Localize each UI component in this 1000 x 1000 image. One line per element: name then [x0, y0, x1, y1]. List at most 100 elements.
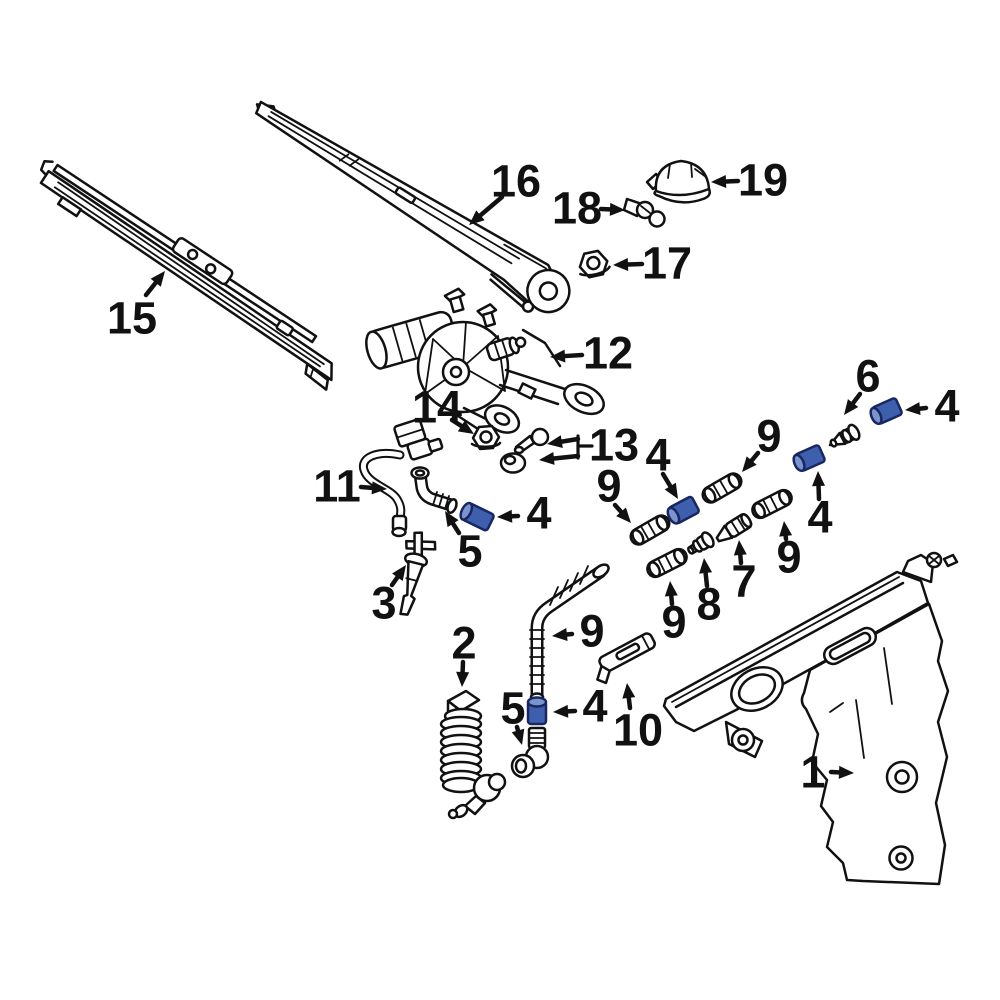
- callout-arrow-head: [905, 402, 921, 416]
- callout-arrow-head: [552, 628, 568, 641]
- hose-segment: [701, 472, 743, 504]
- callout-arrow-head: [609, 202, 625, 216]
- callout-arrow-head: [779, 521, 793, 537]
- connector-4-highlighted-c: [792, 444, 826, 473]
- callout-arrow-head: [469, 210, 485, 225]
- arm-nut: [578, 249, 611, 279]
- callout-19-3: 19: [711, 155, 788, 206]
- callout-11-18: 11: [313, 461, 387, 512]
- callout-17-4: 17: [613, 238, 692, 289]
- wiper-arm: [254, 100, 571, 314]
- callout-arrow-line: [559, 436, 581, 444]
- callout-4-19: 4: [497, 488, 552, 539]
- pivot-cap: [645, 159, 711, 204]
- callout-arrow-line: [389, 575, 400, 588]
- callout-arrow-line: [850, 391, 863, 406]
- callout-arrow-head: [511, 728, 525, 745]
- part-number-label: 13: [589, 420, 639, 471]
- callout-arrow-line: [564, 631, 575, 637]
- connector-4-highlighted-b: [666, 495, 700, 525]
- part-number-label: 5: [500, 683, 525, 734]
- part-number-label: 5: [457, 526, 482, 577]
- part-number-label: 4: [526, 488, 551, 539]
- callout-15-0: 15: [107, 271, 165, 344]
- connector-4-highlighted-a: [459, 501, 495, 532]
- callout-arrow-head: [664, 482, 678, 499]
- callout-arrow-line: [562, 352, 585, 359]
- callout-4-13: 4: [807, 471, 833, 543]
- callout-18-2: 18: [552, 183, 625, 234]
- callout-arrow-line: [514, 724, 521, 733]
- callout-6-11: 6: [844, 351, 881, 415]
- callout-arrow-head: [457, 420, 474, 434]
- callout-arrow-head: [733, 540, 747, 556]
- callout-9-14: 9: [776, 521, 802, 583]
- part-number-label: 14: [412, 382, 462, 433]
- part-number-label: 4: [645, 430, 670, 481]
- spray-nozzle: [399, 531, 437, 616]
- part-number-label: 11: [313, 461, 361, 512]
- wiper-blade: [39, 159, 333, 391]
- callout-arrow-head: [371, 481, 387, 495]
- check-valve-hose: [358, 418, 444, 538]
- callout-arrow-line: [449, 417, 464, 429]
- hose-segment: [629, 514, 671, 546]
- callout-arrow-line: [626, 695, 633, 711]
- callout-arrow-line: [358, 484, 375, 491]
- callout-arrow-head: [456, 671, 470, 687]
- callout-arrow-line: [612, 502, 624, 515]
- callout-4-8: 4: [645, 430, 678, 499]
- callout-arrow-head: [616, 507, 631, 523]
- callout-5-24: 5: [500, 683, 526, 745]
- motor-grommet: [499, 452, 527, 474]
- callout-arrow-head: [699, 558, 713, 574]
- callout-16-1: 16: [469, 156, 541, 225]
- callout-9-10: 9: [742, 411, 782, 472]
- callout-arrow-head: [622, 683, 636, 699]
- callout-4-12: 4: [905, 381, 960, 432]
- small-connector-8: [687, 531, 715, 555]
- callout-arrow-head: [539, 452, 555, 465]
- callout-arrow-head: [392, 565, 406, 582]
- callout-arrow-line: [660, 471, 673, 489]
- callout-13-7: 13: [539, 420, 639, 471]
- part-number-label: 17: [642, 238, 692, 289]
- washer-pump: [439, 689, 507, 820]
- callout-arrow-head: [742, 456, 757, 472]
- callout-arrow-line: [551, 453, 581, 461]
- part-number-label: 9: [756, 411, 781, 462]
- callout-9-17: 9: [661, 581, 687, 648]
- callout-arrow-line: [749, 450, 761, 463]
- part-number-label: 9: [776, 532, 801, 583]
- part-number-label: 12: [583, 328, 633, 379]
- callout-9-9: 9: [596, 461, 631, 523]
- callout-arrow-head: [553, 704, 569, 718]
- callout-12-5: 12: [550, 328, 633, 379]
- callout-arrow-head: [613, 257, 629, 271]
- wiper-motor: [365, 287, 605, 434]
- part-number-label: 19: [738, 155, 788, 206]
- callout-8-16: 8: [696, 558, 722, 630]
- callout-arrow-line: [478, 194, 505, 218]
- callout-arrow-head: [150, 271, 165, 287]
- hose-segment: [646, 547, 688, 579]
- connector-4-highlighted-d: [869, 397, 903, 426]
- pointed-connector-7: [715, 512, 753, 543]
- part-number-label: 15: [107, 293, 157, 344]
- retainer-clip: [622, 197, 666, 228]
- callout-arrow-head: [550, 349, 566, 363]
- callout-3-21: 3: [371, 565, 406, 629]
- part-number-label: 7: [731, 556, 756, 607]
- callout-arrow-line: [738, 552, 744, 566]
- part-number-label: 4: [582, 681, 607, 732]
- motor-mount-screw: [513, 427, 550, 455]
- callout-arrow-line: [703, 570, 710, 589]
- callout-5-20: 5: [445, 511, 483, 577]
- part-number-label: 1: [800, 747, 825, 798]
- callout-4-25: 4: [553, 681, 608, 732]
- callout-2-22: 2: [451, 618, 477, 687]
- part-number-label: 4: [934, 381, 959, 432]
- part-number-label: 18: [552, 183, 602, 234]
